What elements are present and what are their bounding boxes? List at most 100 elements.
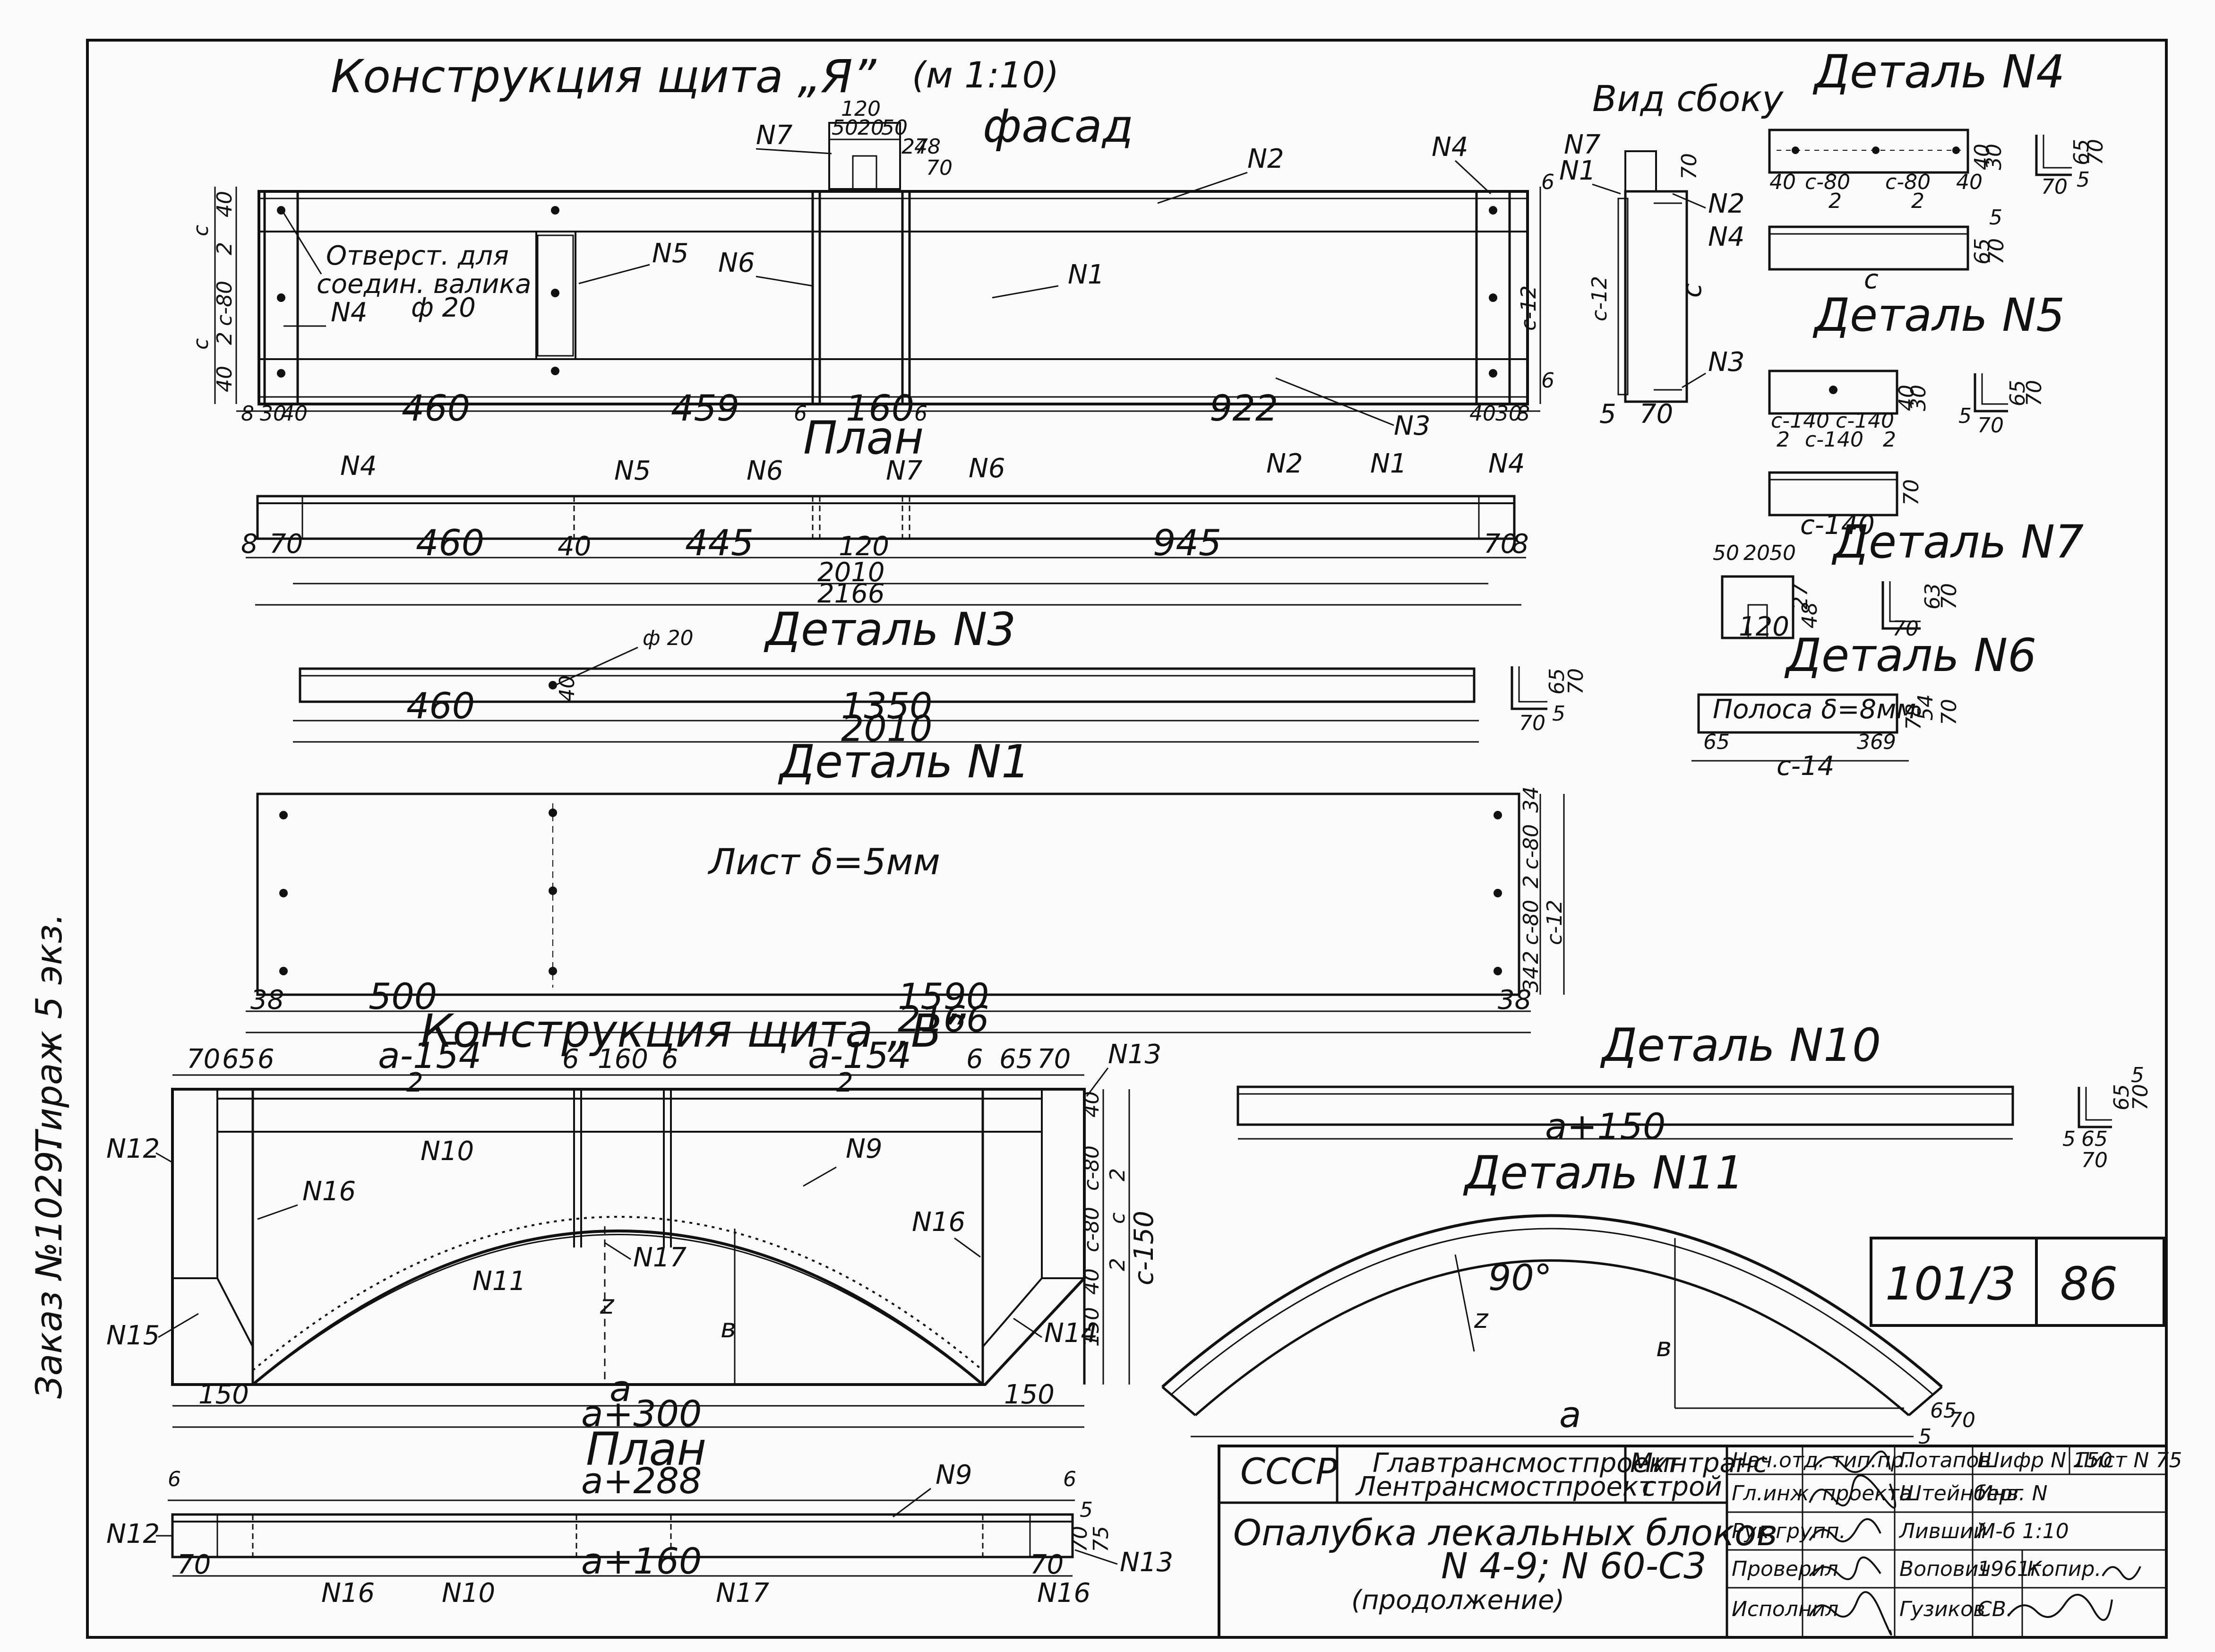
d6-dim-78: 78	[1902, 704, 1926, 730]
facade-sdim-40a: 40	[281, 402, 308, 426]
d1-dim-c80a: c-80	[1519, 824, 1543, 869]
d3-dim-2010: 2010	[841, 707, 932, 749]
detail11-title: Деталь N11	[1463, 1146, 1744, 1199]
tb-ministry-line1: Минтранс	[1630, 1448, 1768, 1479]
tb-year: 1961г.	[1977, 1557, 2048, 1581]
facade-ldim-c1: c	[189, 225, 213, 236]
tb-org-line2: Лентрансмостпроект	[1355, 1471, 1655, 1502]
d3-dim-phi20: ф 20	[643, 626, 694, 650]
d1-dim-38b: 38	[1498, 985, 1531, 1015]
d4-dim-c: c	[1864, 264, 1879, 295]
b-callout-n11: N11	[472, 1266, 526, 1297]
callout-n4-left: N4	[331, 297, 368, 328]
detail-4: Деталь N4 40 c-80 c-80 40 2 2 40 30 c 65…	[1768, 45, 2108, 295]
b-callout-n16-right: N16	[912, 1207, 965, 1238]
tb-copy: Копир.	[2027, 1557, 2101, 1581]
side-callout-n3: N3	[1708, 347, 1745, 378]
pb-callout-n10: N10	[442, 1578, 495, 1609]
tb-scale: М-б 1:10	[1977, 1519, 2069, 1543]
pb-dim-70b: 70	[1030, 1549, 1064, 1580]
b-rdim-c150: c-150	[1129, 1211, 1159, 1285]
b-tdim-a154b: а-154	[808, 1034, 911, 1076]
pb-dim-70c: 70	[1068, 1526, 1092, 1552]
shield-b-title: Конструкция щита „В”	[421, 1005, 966, 1058]
plan-total-2166: 2166	[817, 578, 885, 609]
d4-dim-c80b: c-80	[1885, 170, 1931, 194]
d7-dim-63: 63	[1921, 583, 1945, 610]
d7-dim-50b: 50	[1769, 541, 1796, 565]
d10-dim-65b: 65	[2081, 1127, 2108, 1151]
tb-name-4: Вопович	[1899, 1557, 1991, 1581]
d6-dim-c14: c-14	[1777, 751, 1834, 782]
shield-b-plan: План а+288 6 6 N12 N9 N13 N16 N10 N17 N1…	[106, 1423, 1173, 1609]
d7-dim-70b: 70	[1937, 583, 1961, 610]
side-callout-n4: N4	[1708, 222, 1745, 252]
d10-dim-5b: 5	[2062, 1127, 2076, 1151]
b-callout-n15: N15	[106, 1320, 160, 1351]
d4-dim-2a: 2	[1829, 189, 1842, 213]
sheet-number-box: 101/3 86	[1870, 1237, 2165, 1327]
sheet-series: 101/3	[1885, 1257, 2016, 1310]
pb-dim-75: 75	[1089, 1526, 1113, 1552]
d3-dim-1350: 1350	[841, 685, 932, 727]
plan-b-edge-6b: 6	[1063, 1467, 1076, 1491]
d6-dim-36: 36	[1857, 730, 1883, 754]
d11-dim-65: 65	[1930, 1399, 1957, 1423]
n7-dim-48: 48	[914, 135, 941, 159]
facade-sdim-30a: 30	[260, 402, 286, 426]
b-tdim-6d: 6	[966, 1044, 983, 1075]
pb-dim-a160: а+160	[581, 1540, 702, 1582]
callout-n4-right: N4	[1432, 132, 1468, 163]
b-tdim-70a: 70	[187, 1044, 220, 1075]
d5-dim-2a: 2	[1777, 428, 1790, 452]
pb-callout-n9: N9	[936, 1460, 972, 1490]
d1-dim-34b: 34	[1519, 966, 1543, 992]
shield-b-right-dims: 40 c-80 2 c c-150 2 c-80 40 150	[1080, 1091, 1159, 1347]
facade-ldim-2b: 2	[213, 332, 237, 345]
facade-dim-160: 160	[846, 387, 914, 429]
d7-dim-27: 27	[1788, 583, 1812, 610]
b-callout-n14: N14	[1044, 1318, 1098, 1349]
side-note: Заказ №1029. Тираж 5 экз.	[28, 913, 70, 1399]
d6-dim-54: 54	[1914, 694, 1938, 721]
d4-dim-5a: 5	[1989, 206, 2002, 230]
b-bdim-a300: а+300	[581, 1393, 702, 1435]
b-rdim-c80a: c-80	[1080, 1145, 1104, 1191]
hole-note-dia: ф 20	[411, 293, 476, 323]
d7-dim-20: 20	[1743, 541, 1770, 565]
plan-b-edge-6a: 6	[168, 1467, 181, 1491]
tb-inv: Инв. N	[1977, 1481, 2048, 1506]
pb-callout-n17: N17	[716, 1578, 770, 1609]
d4-dim-30: 30	[1982, 144, 2006, 170]
b-rdim-2a: 2	[1106, 1168, 1130, 1181]
d1-dim-34a: 34	[1519, 786, 1543, 813]
d4-dim-70b: 70	[2041, 175, 2068, 199]
d1-note: Лист δ=5мм	[707, 841, 940, 883]
side-callout-n7: N7	[1564, 129, 1601, 160]
detail1-title: Деталь N1	[778, 735, 1030, 788]
callout-n7: N7	[756, 120, 793, 151]
facade-rdim-6b: 6	[1541, 369, 1554, 393]
d11-dim-z: z	[1474, 1304, 1489, 1334]
plan-b-label: План	[586, 1423, 706, 1476]
print-run: Тираж 5 экз.	[28, 913, 70, 1153]
d10-dim-70b: 70	[2081, 1148, 2108, 1172]
d5-dim-70: 70	[1899, 479, 1923, 506]
b-tdim-6a: 6	[258, 1044, 275, 1075]
tb-name-1: Потапов	[1899, 1448, 1991, 1472]
side-dim-70-bottom: 70	[1640, 399, 1673, 430]
d7-dim-50a: 50	[1713, 541, 1739, 565]
n7-dim-20: 20	[858, 116, 884, 140]
d7-dim-120: 120	[1739, 611, 1789, 642]
facade-right-dims: c-12 6 6	[1517, 170, 1554, 393]
detail-6: Деталь N6 Полоса δ=8мм 65 36 9 c-14 78 5…	[1691, 629, 2036, 782]
side-view: Вид сбоку N7 N1 N2 N4 N3 70 c-12 c 5 70	[1559, 77, 1784, 430]
d5-dim-c140a: c-140	[1771, 409, 1829, 433]
side-view-dims: 70 c-12 c 5 70	[1588, 153, 1708, 430]
tb-signature-4	[1809, 1556, 1881, 1580]
b-tdim-70b: 70	[1037, 1044, 1071, 1075]
side-view-callouts: N7 N1 N2 N4 N3	[1559, 129, 1745, 388]
plan-dim-70a: 70	[269, 529, 303, 559]
d5-dim-c140c: c-140	[1805, 428, 1863, 452]
